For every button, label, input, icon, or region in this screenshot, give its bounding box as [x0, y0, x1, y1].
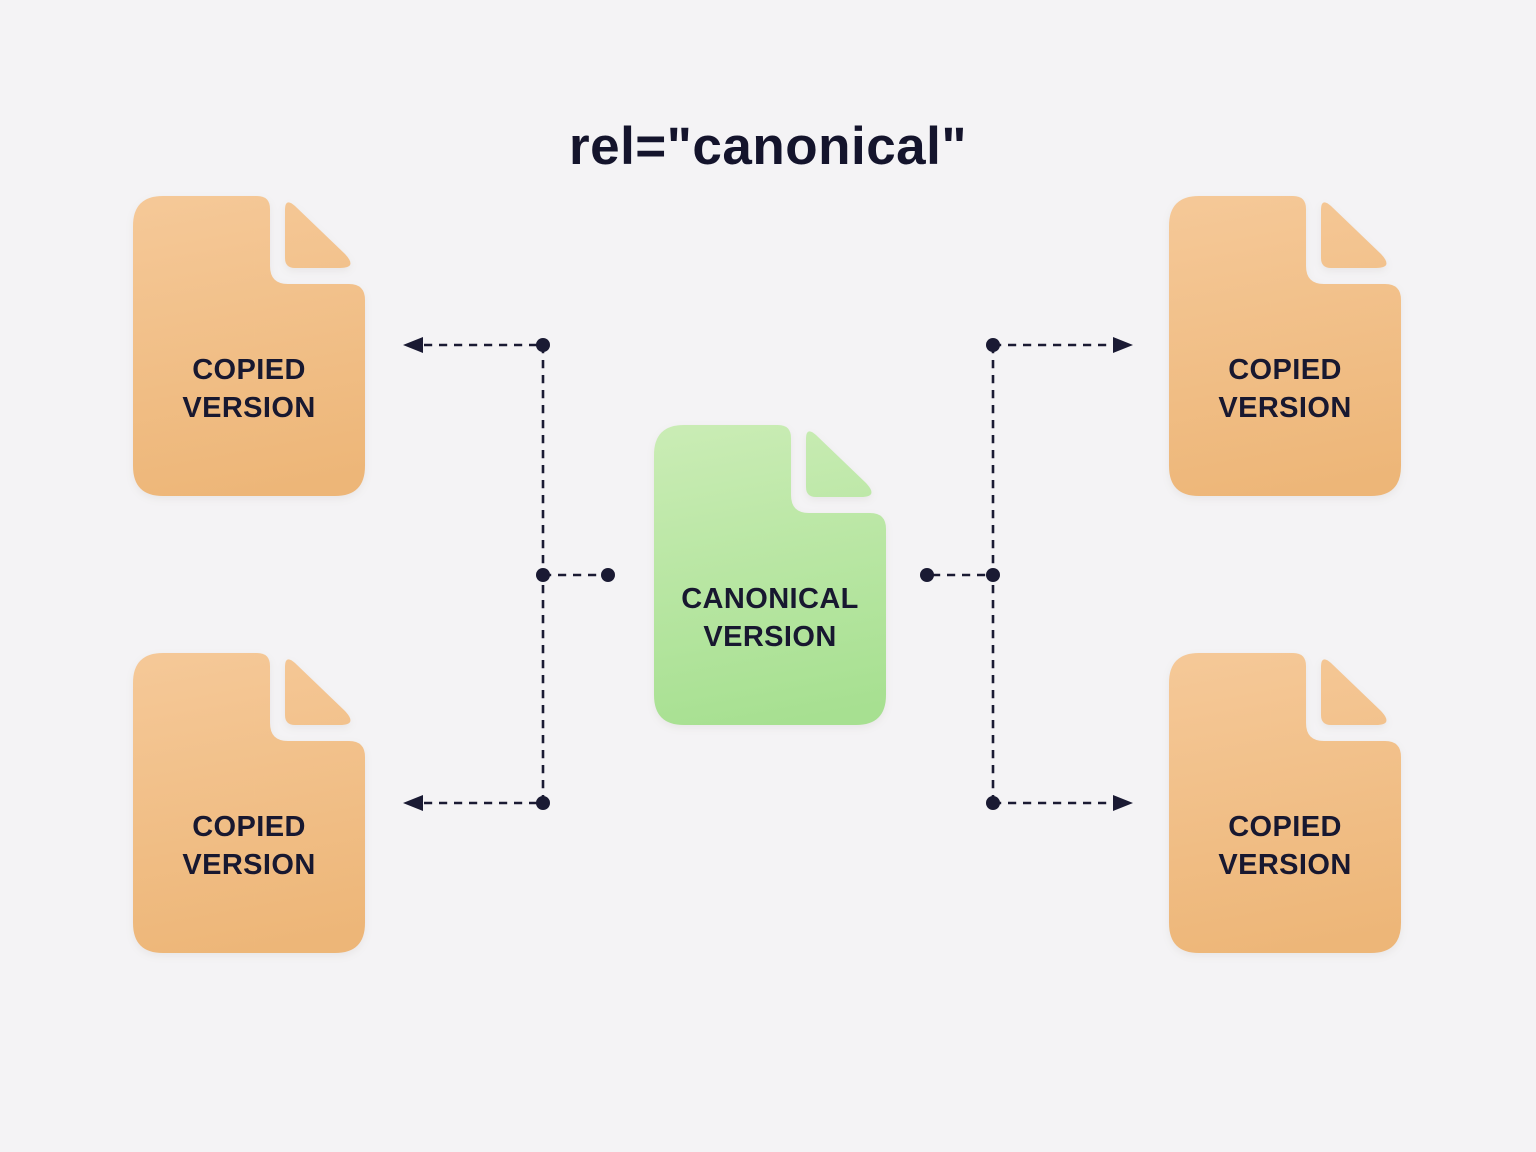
node-label: COPIED VERSION — [1218, 811, 1352, 881]
node-copied-top-left: COPIED VERSION — [133, 196, 365, 496]
document-body — [133, 653, 365, 953]
document-body — [133, 196, 365, 496]
endpoint-dot — [920, 568, 934, 582]
arrowhead-right-icon — [1113, 795, 1133, 811]
connector-left-group — [403, 337, 615, 811]
arrowhead-left-icon — [403, 337, 423, 353]
junction-dot — [536, 338, 550, 352]
document-icon — [654, 425, 886, 725]
connector-right-group — [920, 337, 1133, 811]
document-folded-corner — [285, 202, 351, 268]
junction-dot — [536, 796, 550, 810]
document-folded-corner — [1321, 659, 1387, 725]
junction-dot — [986, 796, 1000, 810]
node-copied-bottom-right: COPIED VERSION — [1169, 653, 1401, 953]
arrowhead-right-icon — [1113, 337, 1133, 353]
junction-dot — [986, 338, 1000, 352]
document-icon — [1169, 196, 1401, 496]
node-label: COPIED VERSION — [182, 354, 316, 424]
document-body — [1169, 196, 1401, 496]
document-body — [1169, 653, 1401, 953]
document-folded-corner — [285, 659, 351, 725]
document-icon — [1169, 653, 1401, 953]
junction-dot — [536, 568, 550, 582]
diagram-title: rel="canonical" — [568, 117, 967, 176]
endpoint-dot — [601, 568, 615, 582]
junction-dot — [986, 568, 1000, 582]
node-label: COPIED VERSION — [1218, 354, 1352, 424]
document-body — [654, 425, 886, 725]
document-folded-corner — [806, 431, 872, 497]
node-label: COPIED VERSION — [182, 811, 316, 881]
arrowhead-left-icon — [403, 795, 423, 811]
node-copied-bottom-left: COPIED VERSION — [133, 653, 365, 953]
node-label: CANONICAL VERSION — [681, 583, 859, 653]
document-icon — [133, 196, 365, 496]
node-copied-top-right: COPIED VERSION — [1169, 196, 1401, 496]
document-icon — [133, 653, 365, 953]
document-folded-corner — [1321, 202, 1387, 268]
node-canonical: CANONICAL VERSION — [654, 425, 886, 725]
